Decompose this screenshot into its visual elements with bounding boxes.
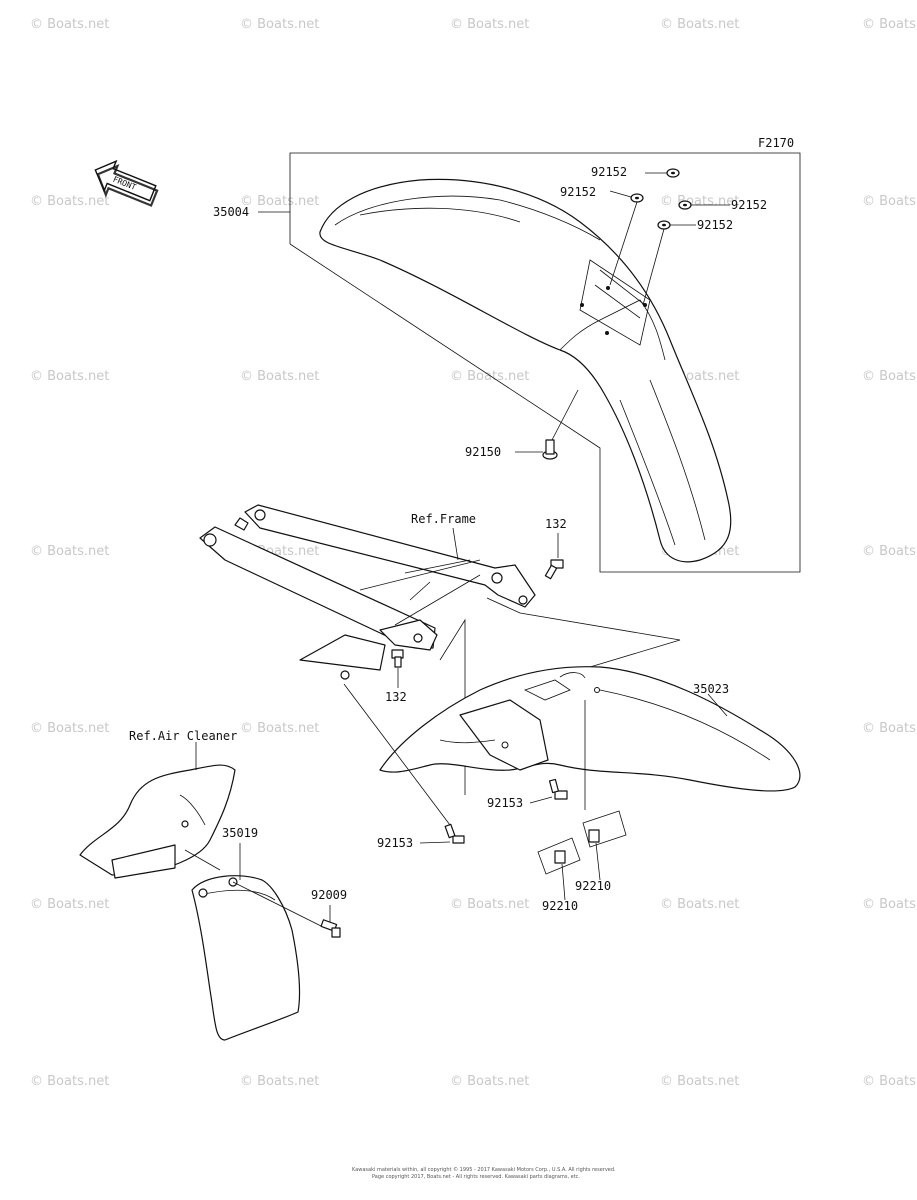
callout-bolt-132-lower: 132 [385,690,407,704]
watermark: © Boats.net [30,1074,109,1089]
nut-icon [554,829,600,864]
watermark: © Boats.net [862,194,917,209]
watermark: © Boats.net [30,544,109,559]
air-cleaner-box [79,764,236,879]
footer-copyright: Kawasaki materials within, all copyright… [352,1166,616,1173]
watermark: © Boats.net [862,721,917,736]
bolt-icon [320,919,341,938]
front-fender-bracket [289,152,801,573]
callout-rear-bolt: 92153 [377,836,413,850]
callout-rear-bolt: 92153 [487,796,523,810]
watermark: © Boats.net [240,721,319,736]
watermark-layer: © Boats.net © Boats.net © Boats.net © Bo… [30,17,917,1089]
watermark: © Boats.net [240,369,319,384]
callout-ref-frame: Ref.Frame [411,512,476,526]
figure-code: F2170 [758,136,794,150]
rear-fender [379,666,801,792]
watermark: © Boats.net [240,17,319,32]
bolt-icon [544,559,564,580]
watermark: © Boats.net [660,897,739,912]
callout-nut: 92210 [575,879,611,893]
bolt-icon [542,439,558,460]
watermark: © Boats.net [30,721,109,736]
rear-subframe [199,504,536,680]
front-fender [319,178,732,563]
callout-ref-air-cleaner: Ref.Air Cleaner [129,729,237,743]
watermark: © Boats.net [862,369,917,384]
watermark: © Boats.net [862,897,917,912]
callout-rear-fender: 35023 [693,682,729,696]
watermark: © Boats.net [450,369,529,384]
callout-mud-flap: 35019 [222,826,258,840]
watermark: © Boats.net [660,17,739,32]
watermark: © Boats.net [30,897,109,912]
watermark: © Boats.net [660,1074,739,1089]
callout-front-fender: 35004 [213,205,249,219]
callout-washer: 92152 [731,198,767,212]
nut-plate-frame [582,810,627,848]
nut-plate-frame [537,837,581,875]
bolt-icon [391,649,404,668]
watermark: © Boats.net [660,194,739,209]
watermark: © Boats.net [30,369,109,384]
watermark: © Boats.net [450,897,529,912]
watermark: © Boats.net [30,194,109,209]
watermark: © Boats.net [240,194,319,209]
watermark: © Boats.net [450,17,529,32]
callout-nut: 92210 [542,899,578,913]
front-direction-arrow-icon: FRONT [94,159,159,207]
watermark: © Boats.net [30,17,109,32]
watermark: © Boats.net [240,1074,319,1089]
bolt-icon [444,823,465,844]
mud-flap [191,875,301,1041]
callout-front-bolt: 92150 [465,445,501,459]
watermark: © Boats.net [450,1074,529,1089]
bolt-icon [548,778,568,800]
watermark: © Boats.net [862,17,917,32]
callout-washer: 92152 [591,165,627,179]
callout-washer: 92152 [697,218,733,232]
callout-bolt-132-upper: 132 [545,517,567,531]
callout-washer: 92152 [560,185,596,199]
watermark: © Boats.net [862,544,917,559]
watermark: © Boats.net [862,1074,917,1089]
footer-copyright: Page copyright 2017, Boats.net - All rig… [372,1174,580,1180]
callout-flap-bolt: 92009 [311,888,347,902]
